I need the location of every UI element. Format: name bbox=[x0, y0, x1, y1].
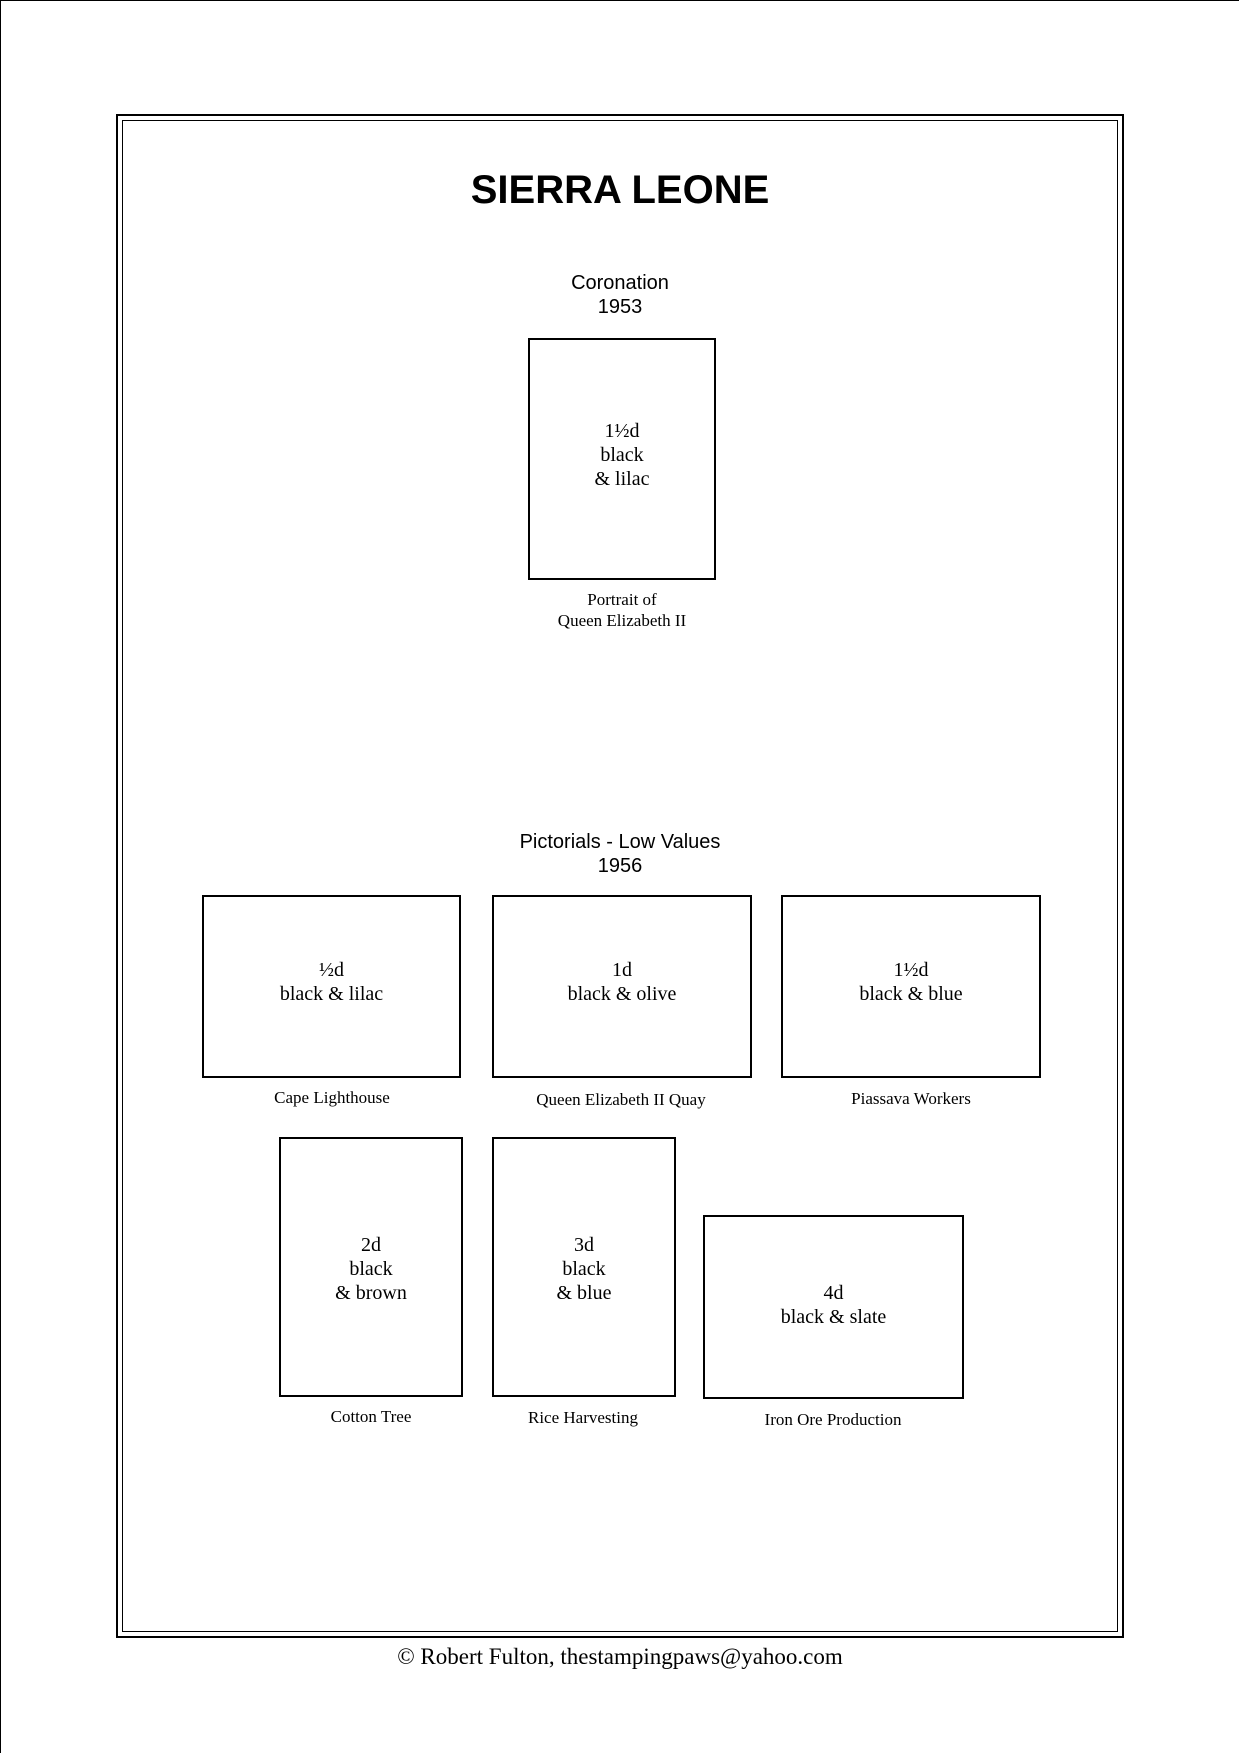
stamp-description: 2d black & brown bbox=[335, 1234, 407, 1304]
stamp-space-3d: 3d black & blue bbox=[492, 1137, 676, 1397]
section-year: 1956 bbox=[597, 855, 643, 877]
stamp-caption-cape-lighthouse: Cape Lighthouse bbox=[274, 1088, 390, 1107]
section-year: 1953 bbox=[597, 296, 643, 318]
stamp-description: ½d black & lilac bbox=[279, 959, 384, 1005]
album-page-border bbox=[116, 114, 1124, 1638]
stamp-space-coronation-1-5d: 1½d black & lilac bbox=[528, 338, 716, 580]
stamp-caption-rice-harvesting: Rice Harvesting bbox=[528, 1408, 638, 1427]
stamp-caption-piassava-workers: Piassava Workers bbox=[851, 1089, 971, 1108]
stamp-caption-queen-elizabeth-quay: Queen Elizabeth II Quay bbox=[536, 1090, 706, 1109]
stamp-description: 1½d black & lilac bbox=[594, 420, 650, 490]
stamp-description: 3d black & blue bbox=[556, 1234, 612, 1304]
stamp-caption-cotton-tree: Cotton Tree bbox=[330, 1407, 412, 1426]
stamp-caption-iron-ore-production: Iron Ore Production bbox=[764, 1410, 902, 1429]
section-heading-coronation: Coronation 1953 bbox=[420, 271, 820, 319]
stamp-description: 1d black & olive bbox=[567, 959, 677, 1005]
stamp-space-4d: 4d black & slate bbox=[703, 1215, 964, 1399]
stamp-description: 4d black & slate bbox=[780, 1282, 887, 1328]
stamp-caption-coronation: Portrait of Queen Elizabeth II bbox=[557, 590, 687, 630]
section-name: Coronation bbox=[571, 272, 669, 294]
stamp-space-1d: 1d black & olive bbox=[492, 895, 752, 1078]
stamp-space-half-d: ½d black & lilac bbox=[202, 895, 461, 1078]
stamp-space-2d: 2d black & brown bbox=[279, 1137, 463, 1397]
stamp-description: 1½d black & blue bbox=[859, 959, 963, 1005]
album-page-inner-border bbox=[122, 120, 1118, 1632]
section-name: Pictorials - Low Values bbox=[519, 831, 721, 853]
page-title: SIERRA LEONE bbox=[470, 168, 770, 212]
section-heading-pictorials: Pictorials - Low Values 1956 bbox=[420, 830, 820, 878]
stamp-space-1-5d-blue: 1½d black & blue bbox=[781, 895, 1041, 1078]
copyright-footer: © Robert Fulton, thestampingpaws@yahoo.c… bbox=[397, 1644, 843, 1669]
